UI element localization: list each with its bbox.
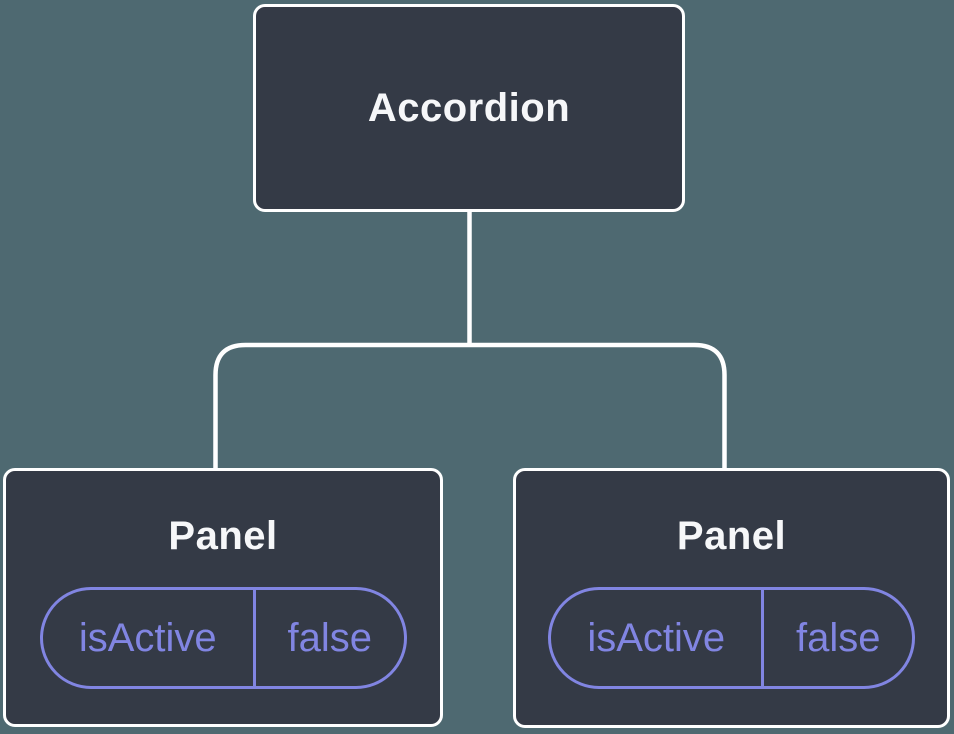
state-name: isActive <box>78 615 217 660</box>
state-value: false <box>252 590 404 686</box>
accordion-node: Accordion <box>253 4 685 212</box>
state-pill: isActive false <box>39 587 407 689</box>
accordion-node-label: Accordion <box>367 85 571 130</box>
connector-branch <box>213 342 727 470</box>
state-pill: isActive false <box>548 587 915 689</box>
panel-node-left: Panel isActive false <box>3 468 443 727</box>
state-value: false <box>761 590 912 686</box>
state-name: isActive <box>587 615 726 660</box>
panel-node-label: Panel <box>676 514 787 558</box>
panel-node-right: Panel isActive false <box>513 468 950 728</box>
panel-node-label: Panel <box>168 514 278 558</box>
